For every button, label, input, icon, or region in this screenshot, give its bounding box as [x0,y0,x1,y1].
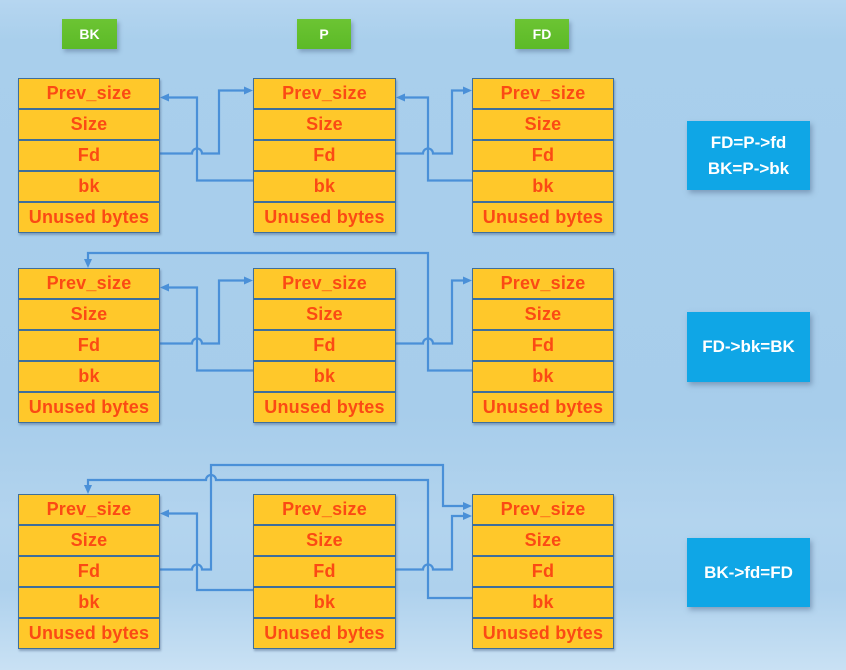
cell-prev-size: Prev_size [472,268,614,299]
equation-box-step3: BK->fd=FD [687,538,810,607]
cell-unused-bytes: Unused bytes [472,202,614,233]
chunk-p-row3: Prev_size Size Fd bk Unused bytes [253,494,396,649]
column-label-bk: BK [62,19,117,49]
cell-bk: bk [472,361,614,392]
cell-fd: Fd [18,556,160,587]
arrow-fd-bk-to-p-row1 [396,93,472,182]
column-label-bk-text: BK [79,26,100,42]
cell-size: Size [472,109,614,140]
cell-fd: Fd [472,330,614,361]
cell-unused-bytes: Unused bytes [18,392,160,423]
chunk-bk-row3: Prev_size Size Fd bk Unused bytes [18,494,160,649]
cell-size: Size [253,109,396,140]
column-label-p: P [297,19,351,49]
cell-bk: bk [472,587,614,618]
chunk-fd-row1: Prev_size Size Fd bk Unused bytes [472,78,614,233]
arrow-bk-fd-to-fd-row3 [160,463,472,571]
arrow-p-bk-to-bk-row1 [160,93,253,182]
cell-fd: Fd [18,330,160,361]
chunk-p-row2: Prev_size Size Fd bk Unused bytes [253,268,396,423]
cell-bk: bk [253,361,396,392]
arrow-p-bk-to-bk-row3 [160,509,253,592]
cell-fd: Fd [253,140,396,171]
cell-prev-size: Prev_size [18,494,160,525]
cell-size: Size [472,525,614,556]
cell-unused-bytes: Unused bytes [472,618,614,649]
equation-step2-text: FD->bk=BK [702,337,795,356]
arrow-p-fd-to-fd-row2 [396,276,472,345]
equation-box-step1: FD=P->fd BK=P->bk [687,121,810,190]
equation-step3-text: BK->fd=FD [704,562,793,582]
cell-fd: Fd [253,330,396,361]
cell-unused-bytes: Unused bytes [472,392,614,423]
cell-prev-size: Prev_size [472,78,614,109]
cell-prev-size: Prev_size [253,494,396,525]
chunk-fd-row2: Prev_size Size Fd bk Unused bytes [472,268,614,423]
cell-bk: bk [472,171,614,202]
chunk-bk-row1: Prev_size Size Fd bk Unused bytes [18,78,160,233]
cell-bk: bk [18,361,160,392]
cell-prev-size: Prev_size [18,78,160,109]
arrow-bk-fd-to-p-row1 [160,86,253,155]
cell-unused-bytes: Unused bytes [18,202,160,233]
cell-size: Size [472,299,614,330]
cell-bk: bk [18,587,160,618]
column-label-fd-text: FD [532,26,552,42]
cell-prev-size: Prev_size [18,268,160,299]
cell-size: Size [253,525,396,556]
arrow-p-fd-to-fd-row3 [396,512,472,571]
arrow-fd-bk-to-bk-row3 [84,473,472,600]
equation-step1-line1: FD=P->fd [710,132,787,152]
cell-unused-bytes: Unused bytes [253,618,396,649]
cell-unused-bytes: Unused bytes [253,392,396,423]
cell-size: Size [18,525,160,556]
equation-box-step2: FD->bk=BK [687,312,810,382]
cell-prev-size: Prev_size [253,268,396,299]
chunk-p-row1: Prev_size Size Fd bk Unused bytes [253,78,396,233]
column-label-p-text: P [319,26,329,42]
cell-bk: bk [253,171,396,202]
arrow-p-bk-to-bk-row2 [160,283,253,372]
cell-unused-bytes: Unused bytes [253,202,396,233]
cell-prev-size: Prev_size [253,78,396,109]
chunk-fd-row3: Prev_size Size Fd bk Unused bytes [472,494,614,649]
chunk-bk-row2: Prev_size Size Fd bk Unused bytes [18,268,160,423]
cell-size: Size [18,109,160,140]
cell-fd: Fd [253,556,396,587]
equation-step1-line2: BK=P->bk [707,158,790,178]
cell-fd: Fd [18,140,160,171]
arrow-fd-bk-to-bk-row2 [84,251,472,372]
cell-size: Size [18,299,160,330]
cell-fd: Fd [472,556,614,587]
cell-bk: bk [253,587,396,618]
cell-unused-bytes: Unused bytes [18,618,160,649]
column-label-fd: FD [515,19,569,49]
cell-bk: bk [18,171,160,202]
cell-fd: Fd [472,140,614,171]
arrow-p-fd-to-fd-row1 [396,86,472,155]
cell-size: Size [253,299,396,330]
cell-prev-size: Prev_size [472,494,614,525]
arrow-bk-fd-to-p-row2 [160,276,253,345]
